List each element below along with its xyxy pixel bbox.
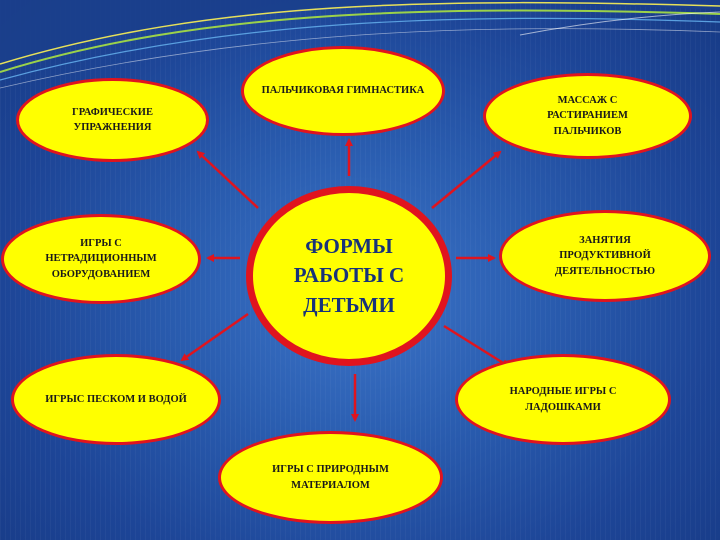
center-label: ФОРМЫ РАБОТЫ С ДЕТЬМИ <box>293 233 405 317</box>
node-label: ГРАФИЧЕСКИЕ УПРАЖНЕНИЯ <box>72 106 153 133</box>
node-label: ИГРЫ С НЕТРАДИЦИОННЫМ ОБОРУДОВАНИЕМ <box>45 238 157 280</box>
node-label: МАССАЖ С РАСТИРАНИЕМ ПАЛЬЧИКОВ <box>547 95 628 137</box>
node-folk-palm-games: НАРОДНЫЕ ИГРЫ С ЛАДОШКАМИ <box>455 354 671 445</box>
node-natural-material-games: ИГРЫ С ПРИРОДНЫМ МАТЕРИАЛОМ <box>218 431 443 524</box>
node-label: ИГРЫ С ПРИРОДНЫМ МАТЕРИАЛОМ <box>272 464 389 491</box>
node-nontraditional-equipment: ИГРЫ С НЕТРАДИЦИОННЫМ ОБОРУДОВАНИЕМ <box>1 214 201 304</box>
node-sand-water-games: ИГРЫС ПЕСКОМ И ВОДОЙ <box>11 354 221 445</box>
node-label: НАРОДНЫЕ ИГРЫ С ЛАДОШКАМИ <box>509 386 617 413</box>
node-graphic-exercises: ГРАФИЧЕСКИЕ УПРАЖНЕНИЯ <box>16 78 209 162</box>
arrow-to-graphic-exercises <box>196 150 259 209</box>
arrow-to-folk-palm-games <box>443 324 510 368</box>
node-productive-activity: ЗАНЯТИЯ ПРОДУКТИВНОЙ ДЕЯТЕЛЬНОСТЬЮ <box>499 210 711 302</box>
node-finger-massage: МАССАЖ С РАСТИРАНИЕМ ПАЛЬЧИКОВ <box>483 73 692 159</box>
node-label: ЗАНЯТИЯ ПРОДУКТИВНОЙ ДЕЯТЕЛЬНОСТЬЮ <box>554 235 656 277</box>
node-label: ИГРЫС ПЕСКОМ И ВОДОЙ <box>45 393 187 405</box>
center-node: ФОРМЫ РАБОТЫ С ДЕТЬМИ <box>246 186 452 366</box>
node-finger-gymnastics: ПАЛЬЧИКОВАЯ ГИМНАСТИКА <box>241 46 445 136</box>
arrow-to-finger-massage <box>431 150 502 209</box>
node-label: ПАЛЬЧИКОВАЯ ГИМНАСТИКА <box>261 85 425 97</box>
arrow-to-sand-water-games <box>180 312 249 362</box>
